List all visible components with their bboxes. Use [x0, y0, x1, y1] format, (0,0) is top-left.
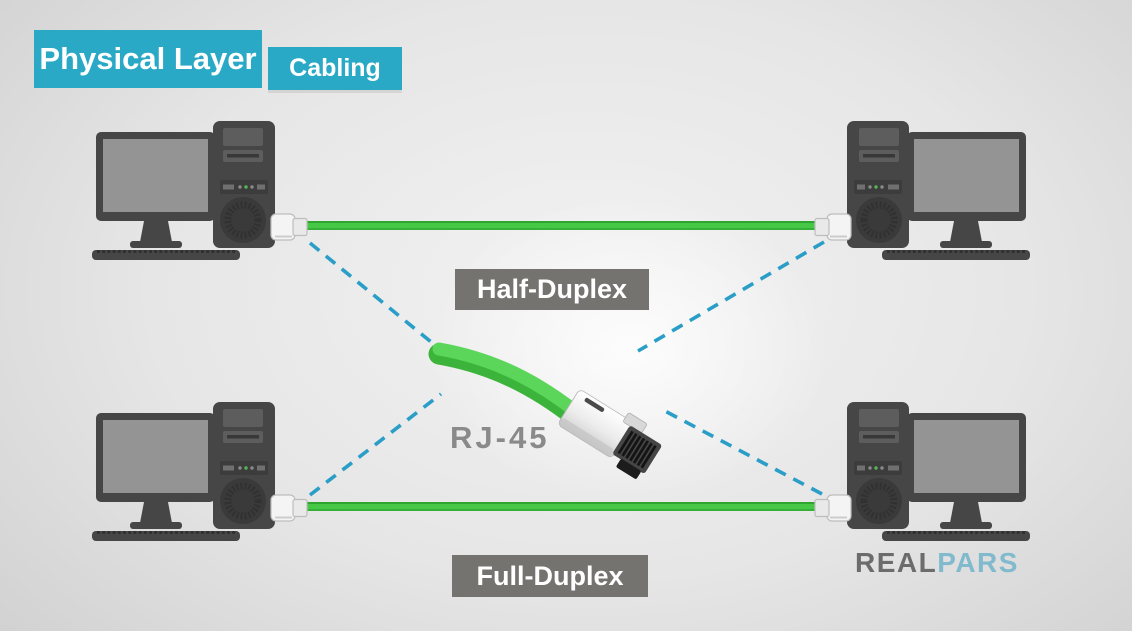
computer-icon-bottom-right: [790, 393, 1040, 548]
full-duplex-text: Full-Duplex: [476, 560, 624, 591]
rj45-plug-body: [558, 390, 662, 479]
half-duplex-text: Half-Duplex: [476, 274, 628, 304]
logo-text-real: REAL: [855, 547, 938, 578]
computer-icon-top-left: [82, 112, 332, 267]
realpars-logo: REALPARS: [855, 547, 1019, 579]
rj45-connector-illustration: [428, 342, 662, 479]
ethernet-cable-top: [306, 221, 816, 230]
computer-icon-top-right: [790, 112, 1040, 267]
rj45-label: RJ-45: [450, 420, 550, 455]
ethernet-cable-bottom: [306, 502, 816, 511]
title-badge: Physical Layer: [34, 30, 262, 88]
logo-text-pars: PARS: [937, 547, 1019, 578]
half-duplex-badge: Half-Duplex: [455, 269, 649, 310]
cable-curve-highlight: [432, 342, 582, 418]
full-duplex-badge: Full-Duplex: [452, 555, 648, 597]
computer-icon-bottom-left: [82, 393, 332, 548]
title-text: Physical Layer: [39, 41, 257, 76]
subtitle-badge: Cabling: [268, 47, 402, 90]
subtitle-text: Cabling: [289, 54, 381, 82]
